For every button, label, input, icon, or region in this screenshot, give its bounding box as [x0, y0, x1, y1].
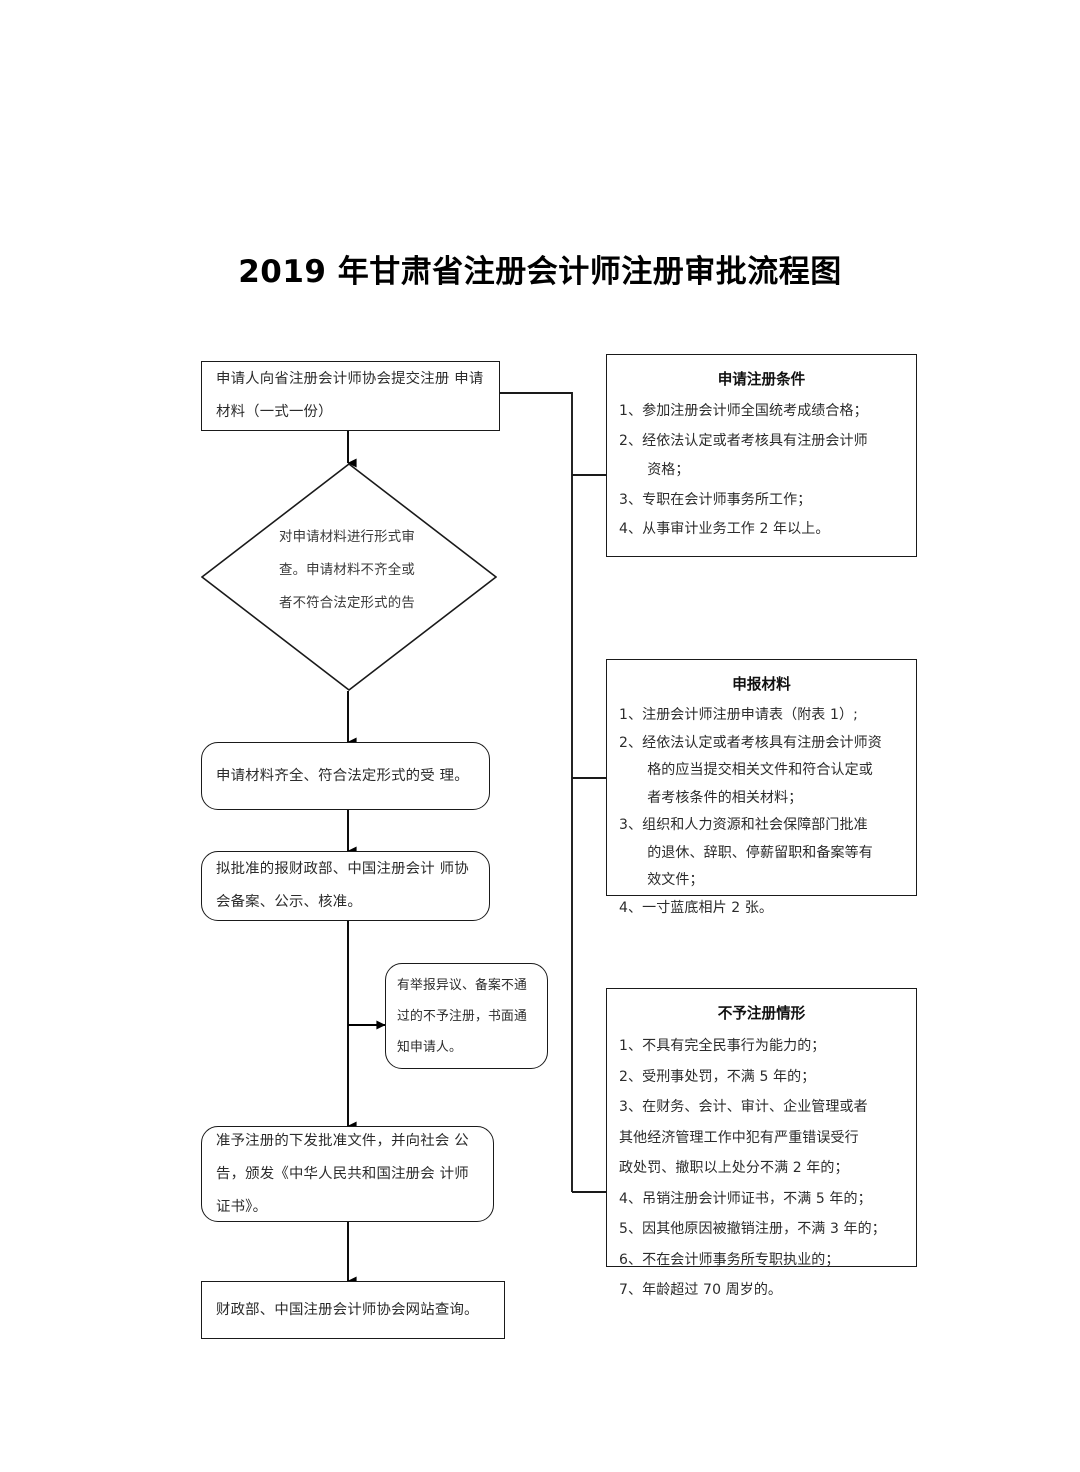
flow-node-filing-publicity-approval-label: 拟批准的报财政部、中国注册会计 师协会备案、公示、核准。	[216, 861, 469, 910]
flow-node-form-review-decision-label: 对申请材料进行形式审查。申请材料不齐全或者不符合法定形式的告知申请	[279, 530, 415, 611]
info-panel-refusal-circumstances-list: 1、不具有完全民事行为能力的； 2、受刑事处罚，不满 5 年的； 3、在财务、会…	[619, 1031, 904, 1306]
info-panel-required-materials-title: 申报材料	[732, 676, 791, 693]
list-item: 6、不在会计师事务所专职执业的；	[619, 1251, 840, 1268]
list-item: 1、不具有完全民事行为能力的；	[619, 1038, 826, 1054]
flow-node-accept-application-label: 申请材料齐全、符合法定形式的受 理。	[216, 767, 469, 784]
flow-node-grant-certificate[interactable]: 准予注册的下发批准文件，并向社会 公告，颁发《中华人民共和国注册会 计师证书》。	[201, 1126, 494, 1222]
list-item: 2、经依法认定或者考核具有注册会计师资 格的应当提交相关文件和符合认定或 者考核…	[619, 734, 882, 806]
flow-node-registration-refused[interactable]: 有举报异议、备案不通 过的不予注册，书面通 知申请人。	[385, 963, 548, 1069]
list-item: 1、参加注册会计师全国统考成绩合格；	[619, 403, 868, 419]
info-panel-registration-conditions-title: 申请注册条件	[717, 371, 806, 388]
list-item: 2、受刑事处罚，不满 5 年的；	[619, 1068, 816, 1085]
flow-node-form-review-decision[interactable]: 对申请材料进行形式审查。申请材料不齐全或者不符合法定形式的告知申请	[201, 463, 497, 691]
flow-node-accept-application[interactable]: 申请材料齐全、符合法定形式的受 理。	[201, 742, 490, 810]
list-item: 2、经依法认定或者考核具有注册会计师 资格；	[619, 432, 868, 479]
flow-node-website-query-label: 财政部、中国注册会计师协会网站查询。	[216, 1302, 479, 1318]
list-item: 4、吊销注册会计师证书，不满 5 年的；	[619, 1190, 872, 1207]
info-panel-required-materials: 申报材料 1、注册会计师注册申请表（附表 1）; 2、经依法认定或者考核具有注册…	[606, 659, 917, 916]
decision-diamond-shape	[201, 463, 497, 691]
info-panel-required-materials-list: 1、注册会计师注册申请表（附表 1）; 2、经依法认定或者考核具有注册会计师资 …	[619, 702, 904, 922]
flow-node-submit-application[interactable]: 申请人向省注册会计师协会提交注册 申请材料（一式一份）	[201, 361, 500, 431]
info-panel-registration-conditions-list: 1、参加注册会计师全国统考成绩合格； 2、经依法认定或者考核具有注册会计师 资格…	[619, 397, 904, 545]
list-item: 4、从事审计业务工作 2 年以上。	[619, 521, 830, 537]
flow-node-filing-publicity-approval[interactable]: 拟批准的报财政部、中国注册会计 师协会备案、公示、核准。	[201, 851, 490, 921]
list-item: 7、年龄超过 70 周岁的。	[619, 1282, 783, 1298]
page-title: 2019 年甘肃省注册会计师注册审批流程图	[238, 254, 842, 290]
list-item: 3、组织和人力资源和社会保障部门批准 的退休、辞职、停薪留职和备案等有 效文件；	[619, 817, 873, 888]
flow-node-grant-certificate-label: 准予注册的下发批准文件，并向社会 公告，颁发《中华人民共和国注册会 计师证书》。	[216, 1132, 469, 1215]
list-item: 4、一寸蓝底相片 2 张。	[619, 899, 774, 916]
flow-node-website-query[interactable]: 财政部、中国注册会计师协会网站查询。	[201, 1281, 505, 1339]
list-item: 3、在财务、会计、审计、企业管理或者 其他经济管理工作中犯有严重错误受行 政处罚…	[619, 1099, 868, 1176]
list-item: 5、因其他原因被撤销注册，不满 3 年的；	[619, 1221, 886, 1237]
list-item: 3、专职在会计师事务所工作；	[619, 491, 812, 508]
flow-node-registration-refused-label: 有举报异议、备案不通 过的不予注册，书面通 知申请人。	[397, 977, 527, 1055]
info-panel-refusal-circumstances: 不予注册情形 1、不具有完全民事行为能力的； 2、受刑事处罚，不满 5 年的； …	[606, 988, 917, 1298]
info-panel-registration-conditions: 申请注册条件 1、参加注册会计师全国统考成绩合格； 2、经依法认定或者考核具有注…	[606, 354, 917, 557]
info-panel-refusal-circumstances-title: 不予注册情形	[717, 1005, 806, 1022]
flow-node-submit-application-label: 申请人向省注册会计师协会提交注册 申请材料（一式一份）	[216, 371, 484, 420]
list-item: 1、注册会计师注册申请表（附表 1）;	[619, 707, 858, 723]
